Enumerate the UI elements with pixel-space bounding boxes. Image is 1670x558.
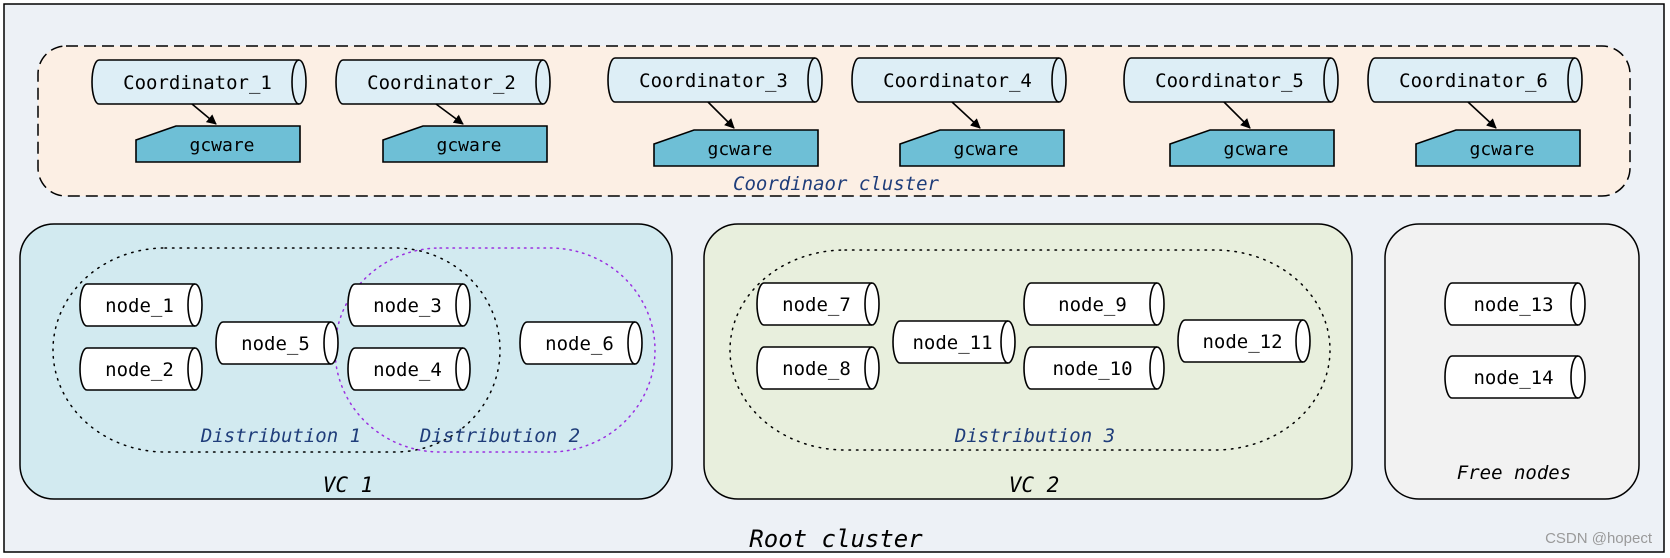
- node-5: node_5: [215, 321, 339, 365]
- node-5-label: node_5: [241, 333, 310, 355]
- node-12-label: node_12: [1202, 331, 1282, 353]
- coordinator-2-arrow: [435, 103, 464, 125]
- node-7-label: node_7: [782, 294, 851, 316]
- coordinator-3-arrow: [707, 101, 735, 129]
- distribution-3-label: Distribution 3: [954, 425, 1115, 447]
- node-11-label: node_11: [912, 332, 992, 354]
- node-14-label: node_14: [1473, 367, 1553, 389]
- node-7: node_7: [756, 282, 880, 326]
- distribution-1-outline: [52, 247, 501, 453]
- free-node-group: node_13 node_14: [1444, 282, 1586, 399]
- node-12: node_12: [1177, 319, 1311, 363]
- node-6: node_6: [519, 321, 643, 365]
- coordinator-4: Coordinator_4: [851, 57, 1067, 103]
- node-1-label: node_1: [105, 295, 174, 317]
- free-nodes-label: Free nodes: [1457, 462, 1571, 484]
- gcware-4: gcware: [899, 129, 1065, 167]
- node-2-label: node_2: [105, 359, 174, 381]
- coordinator-1-arrow: [191, 103, 217, 125]
- node-8-label: node_8: [782, 358, 851, 380]
- node-4: node_4: [347, 347, 471, 391]
- node-13-label: node_13: [1473, 294, 1553, 316]
- distribution-1-label: Distribution 1: [200, 425, 361, 447]
- watermark: CSDN @hopect: [1545, 530, 1653, 547]
- node-2: node_2: [79, 347, 203, 391]
- node-3: node_3: [347, 283, 471, 327]
- gcware-2: gcware: [382, 125, 548, 163]
- node-13: node_13: [1444, 282, 1586, 326]
- gcware-6-label: gcware: [1469, 139, 1534, 160]
- distribution-3-outline: [729, 249, 1331, 451]
- gcware-1-label: gcware: [189, 135, 254, 156]
- gcware-4-label: gcware: [953, 139, 1018, 160]
- coordinator-3-label: Coordinator_3: [639, 70, 788, 92]
- coordinator-4-arrow: [951, 101, 981, 129]
- coordinator-5-label: Coordinator_5: [1155, 70, 1304, 92]
- node-10: node_10: [1023, 346, 1165, 390]
- coordinator-5-arrow: [1223, 101, 1251, 129]
- node-9: node_9: [1023, 282, 1165, 326]
- coordinator-4-label: Coordinator_4: [883, 70, 1032, 92]
- node-1: node_1: [79, 283, 203, 327]
- distribution-2-label: Distribution 2: [419, 425, 580, 447]
- coordinator-6-arrow: [1467, 101, 1497, 129]
- vc1-label: VC 1: [323, 473, 374, 497]
- gcware-6: gcware: [1415, 129, 1581, 167]
- coordinator-5: Coordinator_5: [1123, 57, 1339, 103]
- gcware-3-label: gcware: [707, 139, 772, 160]
- vc2-node-group: node_7 node_8 node_9 node_10 node_11 node_12: [756, 282, 1311, 390]
- gcware-3: gcware: [653, 129, 819, 167]
- node-10-label: node_10: [1052, 358, 1132, 380]
- node-6-label: node_6: [545, 333, 614, 355]
- vc2-label: VC 2: [1009, 473, 1060, 497]
- vc1-node-group: node_1 node_2 node_3 node_4 node_5 node_6: [79, 283, 643, 391]
- coordinator-cluster-label: Coordinaor cluster: [733, 173, 939, 195]
- coordinator-2: Coordinator_2: [335, 59, 551, 105]
- node-11: node_11: [892, 320, 1016, 364]
- gcware-5: gcware: [1169, 129, 1335, 167]
- gcware-1: gcware: [135, 125, 301, 163]
- coordinator-1-label: Coordinator_1: [123, 72, 272, 94]
- coordinator-6-label: Coordinator_6: [1399, 70, 1548, 92]
- coordinator-2-label: Coordinator_2: [367, 72, 516, 94]
- node-4-label: node_4: [373, 359, 442, 381]
- gcware-5-label: gcware: [1223, 139, 1288, 160]
- root-cluster-label: Root cluster: [749, 525, 923, 553]
- node-3-label: node_3: [373, 295, 442, 317]
- gcware-2-label: gcware: [436, 135, 501, 156]
- node-9-label: node_9: [1058, 294, 1127, 316]
- node-14: node_14: [1444, 355, 1586, 399]
- node-8: node_8: [756, 346, 880, 390]
- coordinator-1: Coordinator_1: [91, 59, 307, 105]
- coordinator-3: Coordinator_3: [607, 57, 823, 103]
- coordinator-6: Coordinator_6: [1367, 57, 1583, 103]
